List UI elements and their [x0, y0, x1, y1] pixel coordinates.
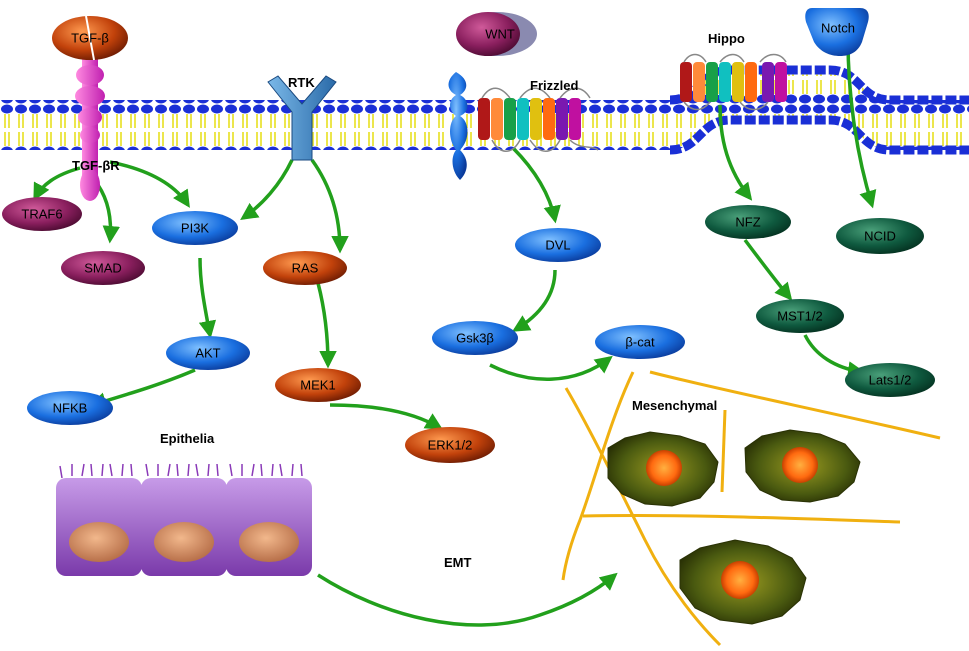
node-gsk3b-label: Gsk3β: [456, 331, 494, 346]
notch-ligand-label: Notch: [821, 21, 855, 36]
wnt-ligand-label: WNT: [485, 27, 515, 42]
node-mek1: MEK1: [275, 368, 361, 402]
lrp-coreceptor: [448, 72, 468, 180]
emt-label: EMT: [444, 555, 472, 570]
tgfb-ligand: TGF-β: [52, 15, 128, 61]
node-ncid: NCID: [836, 218, 924, 254]
arrow-pi3k-akt: [198, 257, 217, 339]
arrow-frizzled-dvl: [511, 146, 561, 224]
node-gsk3b: Gsk3β: [432, 321, 518, 355]
node-traf6: TRAF6: [2, 197, 82, 231]
hippo-label: Hippo: [708, 31, 745, 46]
arrow-notch-ncid: [846, 39, 877, 209]
tgfbr-receptor: [75, 50, 105, 201]
tgfbr-label: TGF-βR: [72, 158, 120, 173]
tgfb-ligand-label: TGF-β: [71, 31, 109, 46]
hippo-receptor: [680, 53, 787, 111]
epithelial-nucleus-3: [239, 522, 299, 562]
arrow-nfz-mst12: [743, 238, 793, 301]
microvilli: [59, 463, 303, 479]
node-ras-label: RAS: [292, 261, 319, 276]
node-dvl-label: DVL: [545, 238, 570, 253]
node-lats12-label: Lats1/2: [869, 373, 912, 388]
arrow-rtk-ras: [310, 158, 349, 254]
arrow-emt: [317, 572, 618, 627]
arrow-tgfbr-traf6: [33, 166, 81, 202]
arrow-dvl-gsk3b: [511, 269, 557, 332]
node-dvl: DVL: [515, 228, 601, 262]
node-erk12: ERK1/2: [405, 427, 495, 463]
arrow-tgfbr-pi3k: [109, 160, 190, 208]
arrow-mek1-erk12: [329, 403, 444, 430]
epithelia-label: Epithelia: [160, 431, 215, 446]
node-traf6-label: TRAF6: [21, 207, 62, 222]
arrow-rtk-pi3k: [240, 159, 294, 220]
node-bcat-label: β-cat: [625, 335, 655, 350]
epithelial-nucleus-1: [69, 522, 129, 562]
node-mek1-label: MEK1: [300, 378, 335, 393]
node-nfkb: NFKB: [27, 391, 113, 425]
frizzled-label: Frizzled: [530, 78, 578, 93]
node-smad: SMAD: [61, 251, 145, 285]
node-nfkb-label: NFKB: [53, 401, 88, 416]
node-erk12-label: ERK1/2: [428, 438, 473, 453]
arrow-ras-mek1: [316, 282, 337, 369]
node-mst12: MST1/2: [756, 299, 844, 333]
node-smad-label: SMAD: [84, 261, 122, 276]
node-nfz-label: NFZ: [735, 215, 760, 230]
rtk-label: RTK: [288, 75, 315, 90]
node-pi3k-label: PI3K: [181, 221, 210, 236]
node-pi3k: PI3K: [152, 211, 238, 245]
wnt-ligand: WNT: [456, 12, 537, 56]
node-mst12-label: MST1/2: [777, 309, 823, 324]
mesenchymal-cell-1: [607, 431, 719, 507]
node-akt: AKT: [166, 336, 250, 370]
notch-ligand: Notch: [805, 8, 869, 56]
ecm-fibers: [561, 370, 941, 647]
node-bcat: β-cat: [595, 325, 685, 359]
node-ncid-label: NCID: [864, 229, 896, 244]
mesenchymal-cell-2: [744, 429, 861, 503]
arrow-tgfbr-smad: [96, 184, 120, 244]
arrow-hippo-nfz: [718, 104, 753, 201]
epithelial-cells: [56, 463, 312, 576]
mesenchymal-cell-3: [679, 539, 807, 625]
node-ras: RAS: [263, 251, 347, 285]
node-nfz: NFZ: [705, 205, 791, 239]
node-akt-label: AKT: [195, 346, 220, 361]
arrow-gsk3b-bcat: [489, 355, 613, 381]
frizzled-receptor: [478, 87, 599, 152]
arrow-mst12-lats12: [803, 334, 866, 379]
epithelial-nucleus-2: [154, 522, 214, 562]
mesenchymal-label: Mesenchymal: [632, 398, 717, 413]
node-lats12: Lats1/2: [845, 363, 935, 397]
rtk-receptor: [267, 75, 337, 161]
